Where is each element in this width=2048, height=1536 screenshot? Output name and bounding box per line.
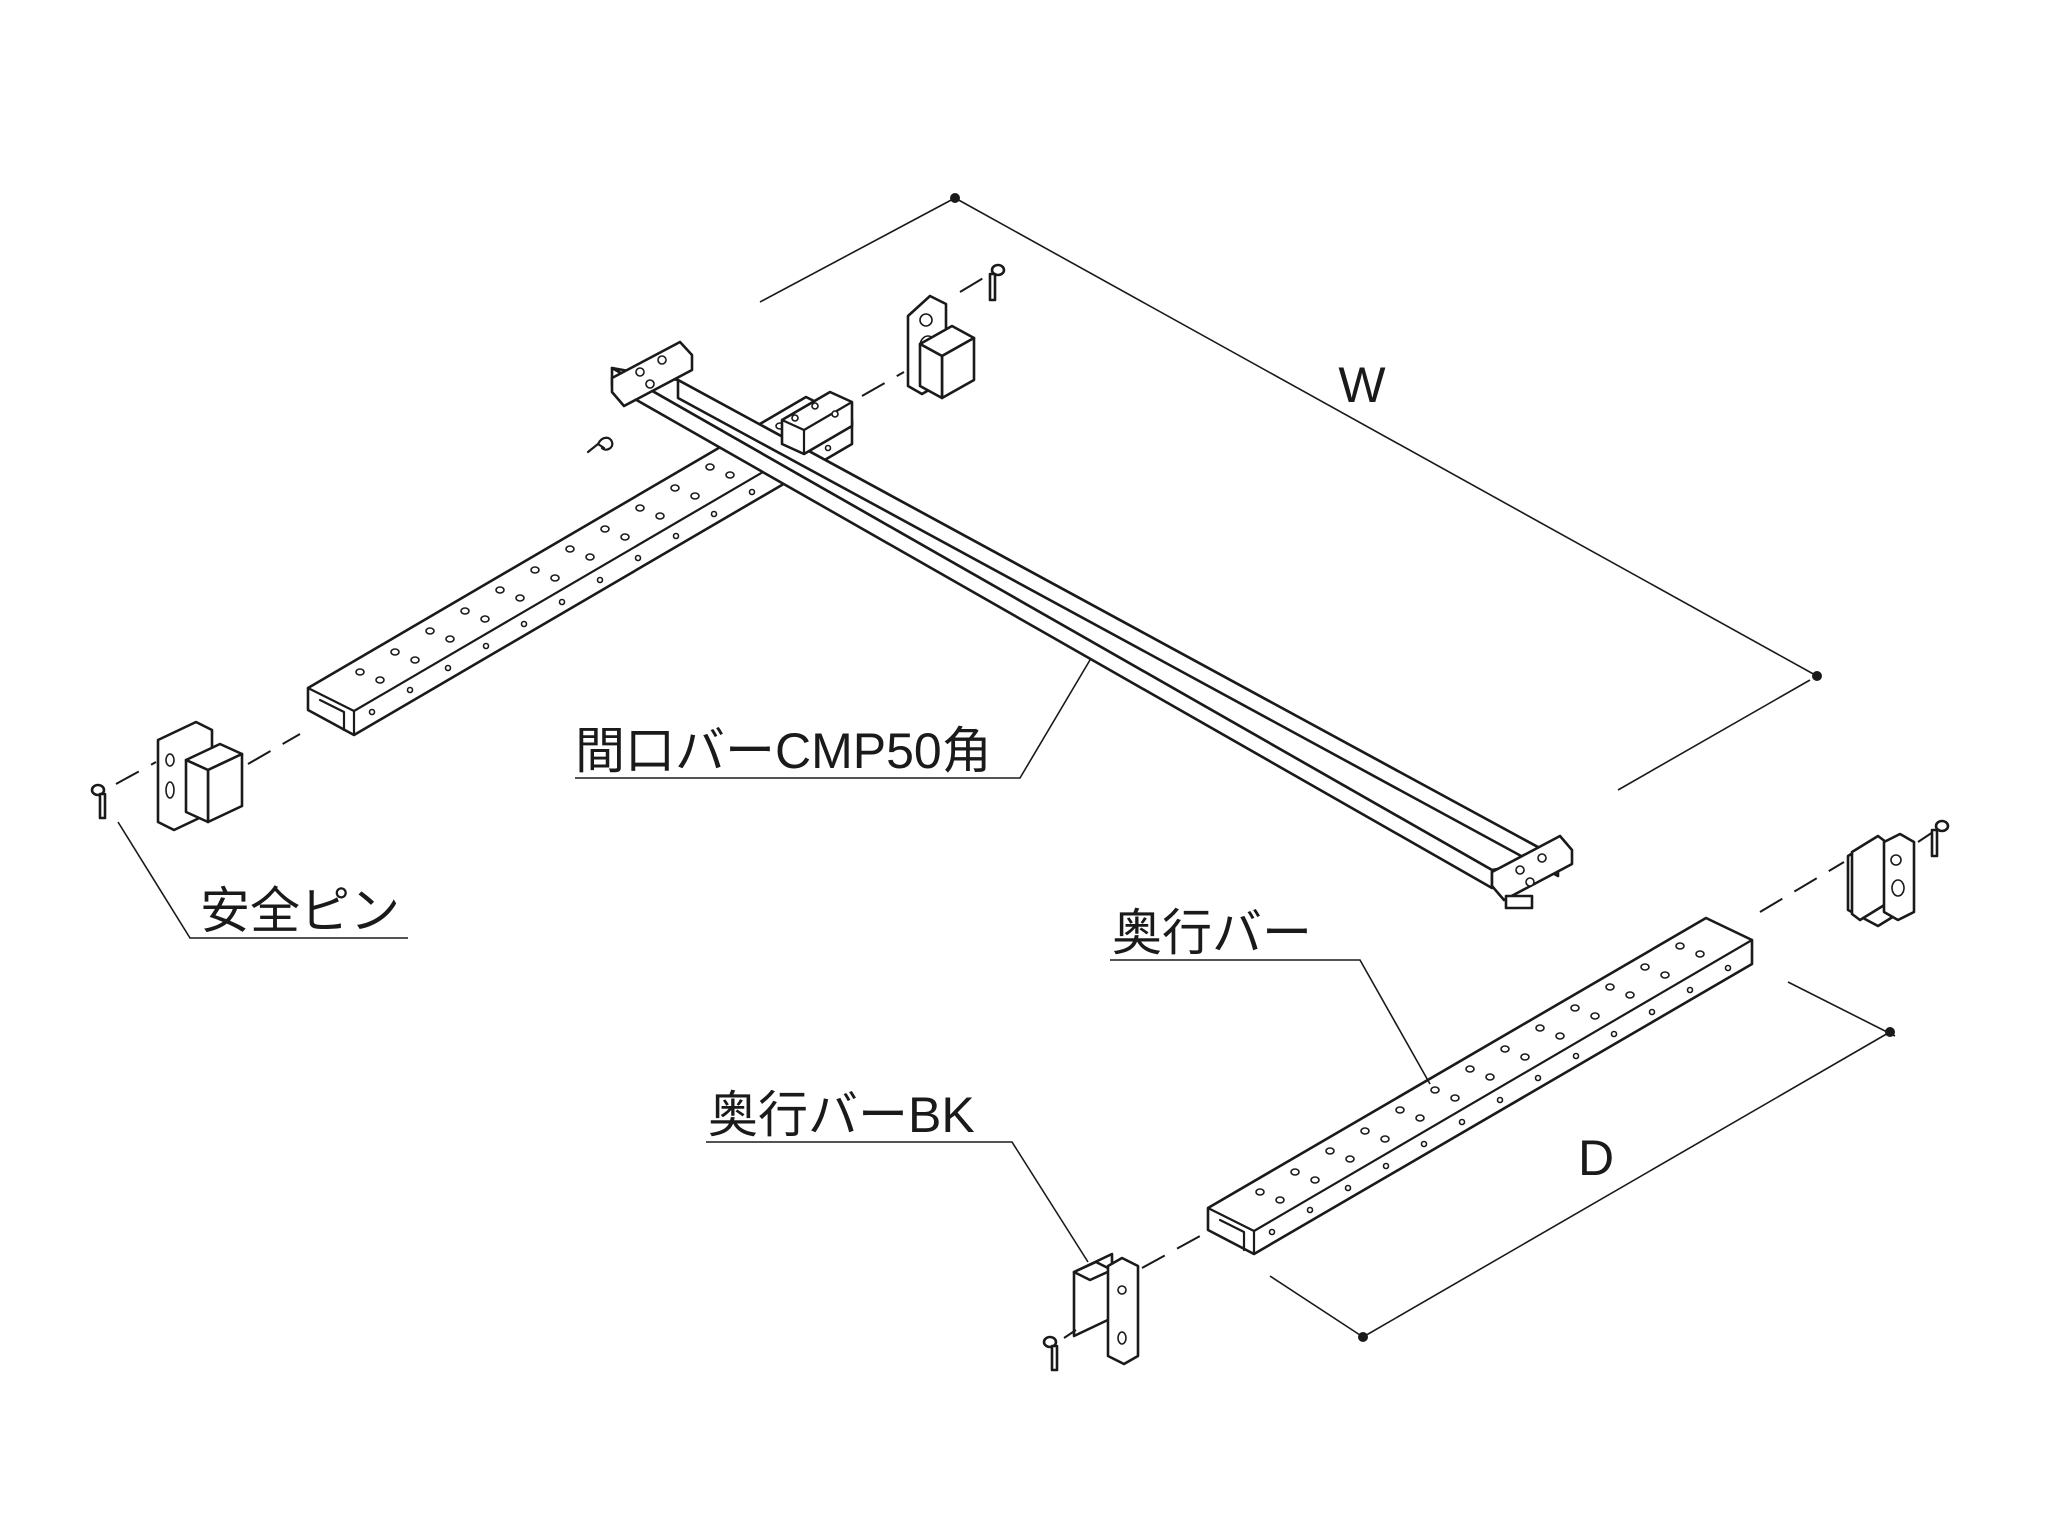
bracket-left-rear: [906, 294, 976, 400]
bracket-right-front: [1072, 1252, 1140, 1366]
leader-safety-pin: [117, 821, 408, 939]
dimension-d: [1269, 981, 1896, 1342]
safety-pin-right-front: [1042, 1335, 1059, 1372]
assembly-line-right-rear: [1759, 861, 1845, 913]
label-depth-bar-bk: 奥行バーBK: [708, 1087, 975, 1143]
assembly-line-left-rear: [861, 371, 905, 397]
dimension-d-label: D: [1578, 1130, 1614, 1186]
frontage-bar: [610, 340, 1574, 910]
bracket-right-rear: [1846, 832, 1916, 928]
label-safety-pin: 安全ピン: [200, 883, 400, 939]
pin-line-right-front: [1063, 1329, 1077, 1339]
dimension-w: [759, 193, 1822, 791]
safety-pin-left-front: [90, 783, 107, 820]
depth-bar-right: [1206, 916, 1754, 1256]
assembly-line-left-front: [247, 733, 301, 765]
label-frontage-bar: 間口バーCMP50角: [575, 723, 992, 779]
safety-pin-right-rear: [1930, 819, 1950, 858]
bracket-left-front: [156, 720, 244, 832]
pin-line-top: [959, 273, 991, 293]
label-depth-bar: 奥行バー: [1112, 905, 1312, 961]
safety-pin-frontage: [586, 436, 614, 454]
leader-depth-bar-bk: [706, 1141, 1089, 1263]
leader-frontage-bar: [575, 659, 1091, 779]
leader-depth-bar: [1110, 959, 1431, 1085]
safety-pin-top: [988, 263, 1006, 302]
assembly-line-right-front: [1141, 1235, 1201, 1269]
depth-bar-left: [306, 395, 854, 737]
dimension-w-label: W: [1338, 357, 1386, 413]
frontage-bar-end-block: [780, 390, 854, 456]
pin-line-left-front: [115, 761, 157, 785]
